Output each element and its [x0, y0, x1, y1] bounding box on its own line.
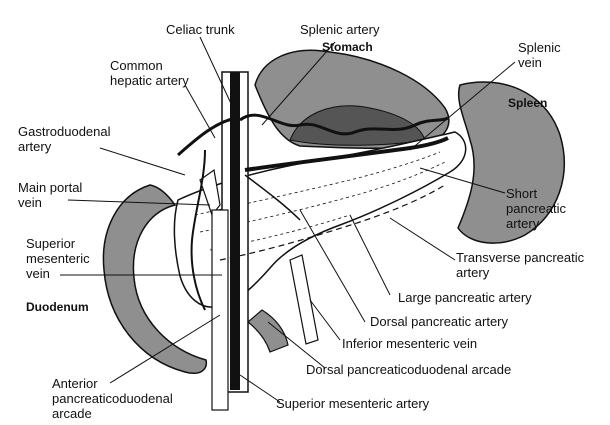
- label-anterior-pancreaticoduodenal-arcade: Anterior pancreaticoduodenal arcade: [52, 376, 173, 421]
- label-dorsal-pancreaticoduodenal-arcade: Dorsal pancreaticoduodenal arcade: [306, 362, 511, 377]
- label-main-portal-vein: Main portal vein: [18, 180, 82, 210]
- label-large-pancreatic-artery: Large pancreatic artery: [398, 290, 532, 305]
- label-splenic-artery: Splenic artery: [300, 22, 379, 37]
- label-duodenum: Duodenum: [26, 300, 89, 315]
- label-dorsal-pancreatic-artery: Dorsal pancreatic artery: [370, 314, 508, 329]
- label-gastroduodenal-artery: Gastroduodenal artery: [18, 124, 111, 154]
- label-celiac-trunk: Celiac trunk: [166, 22, 235, 37]
- label-spleen: Spleen: [508, 96, 547, 111]
- label-common-hepatic-artery: Common hepatic artery: [110, 58, 189, 88]
- label-inferior-mesenteric-vein: Inferior mesenteric vein: [342, 336, 477, 351]
- label-splenic-vein: Splenic vein: [518, 40, 561, 70]
- label-superior-mesenteric-artery: Superior mesenteric artery: [276, 396, 429, 411]
- inferior-mesenteric-vein-tube: [290, 255, 318, 344]
- label-superior-mesenteric-vein: Superior mesenteric vein: [26, 236, 90, 281]
- superior-mesenteric-artery-strip: [231, 290, 239, 385]
- label-transverse-pancreatic-artery: Transverse pancreatic artery: [456, 250, 584, 280]
- label-short-pancreatic-artery: Short pancreatic artery: [506, 186, 566, 231]
- label-stomach: Stomach: [322, 40, 373, 55]
